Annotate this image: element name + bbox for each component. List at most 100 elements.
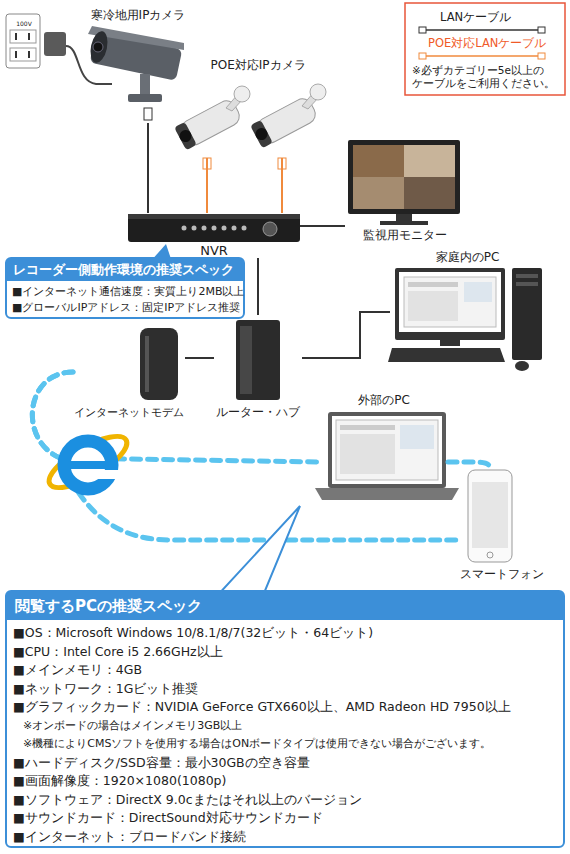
power-outlet xyxy=(6,14,40,68)
poe-camera-illustration xyxy=(310,84,326,100)
cable-line xyxy=(185,357,214,359)
power-outlet xyxy=(15,33,17,40)
laptop-illustration xyxy=(340,434,395,474)
device-label: NVR xyxy=(200,243,228,258)
monitor-illustration xyxy=(353,145,404,177)
smartphone-illustration xyxy=(487,552,493,558)
nvr-illustration xyxy=(222,226,227,231)
spec-item: ■インターネット通信速度：実質上り2MB以上 xyxy=(7,281,243,300)
network-link xyxy=(448,462,490,468)
nvr-illustration xyxy=(128,214,300,242)
monitor-illustration xyxy=(380,221,428,225)
home-pc-illustration xyxy=(512,268,542,360)
monitor-illustration xyxy=(404,145,455,177)
spec-item: ■画面解像度：1920×1080(1080p) xyxy=(7,772,563,791)
device-node: 寒冷地用IPカメラ xyxy=(78,8,198,123)
spec-item: ※機種によりCMSソフトを使用する場合はONボードタイプは使用できない場合がござ… xyxy=(7,735,563,754)
monitor-illustration xyxy=(396,214,412,222)
camera-illustration xyxy=(93,42,103,52)
spec-heading: 閲覧するPCの推奨スペック xyxy=(7,592,563,620)
nvr-illustration xyxy=(263,222,277,236)
spec-item: ■サウンドカード：DirectSound対応サウンドカード xyxy=(7,809,563,828)
power-outlet xyxy=(28,33,30,40)
nvr-illustration xyxy=(212,226,217,231)
poe-camera-illustration xyxy=(253,126,269,142)
device-label: 家庭内のPC xyxy=(436,250,500,265)
spec-item: ■グローバルIPアドレス：固定IPアドレス推奨 xyxy=(7,300,243,316)
legend-frame xyxy=(538,27,545,33)
device-node: ルーター・ハブ xyxy=(214,315,302,420)
poe-camera-illustration xyxy=(250,120,273,149)
home-pc-illustration xyxy=(464,282,492,302)
device-label: スマートフォン xyxy=(460,567,544,582)
spec-item: ■ネットワーク：1Gビット推奨 xyxy=(7,680,563,699)
power-adapter xyxy=(44,32,66,56)
modem-illustration xyxy=(145,336,149,392)
device-node: 外部のPC xyxy=(320,393,448,505)
cable-line xyxy=(281,158,283,213)
device-node: スマートフォン xyxy=(458,468,546,582)
device-label: インターネットモデム xyxy=(74,405,184,420)
home-pc-illustration xyxy=(395,268,505,340)
legend-frame xyxy=(405,3,565,95)
laptop-illustration xyxy=(332,416,442,484)
home-pc-illustration xyxy=(404,277,496,327)
nvr-illustration xyxy=(202,226,207,231)
browser-logo xyxy=(42,427,133,497)
browser-logo xyxy=(42,427,133,497)
device-label: POE対応IPカメラ xyxy=(210,58,305,73)
power-outlet xyxy=(6,14,40,68)
laptop-illustration xyxy=(400,425,434,449)
home-pc-illustration xyxy=(516,282,538,286)
laptop-illustration xyxy=(336,420,438,480)
home-pc-illustration xyxy=(516,274,538,278)
home-pc-illustration xyxy=(408,291,458,321)
cable-line xyxy=(302,312,390,358)
nvr-illustration xyxy=(232,226,237,231)
device-node: NVR xyxy=(128,213,300,258)
camera-illustration xyxy=(88,26,184,120)
cable-line xyxy=(147,123,149,213)
browser-logo xyxy=(64,441,112,489)
home-pc-illustration xyxy=(399,272,501,332)
power-outlet xyxy=(28,51,30,58)
spec-box: レコーダー側動作環境の推奨スペック■インターネット通信速度：実質上り2MB以上■… xyxy=(5,257,245,319)
power-outlet xyxy=(10,48,36,61)
laptop-illustration xyxy=(328,412,446,488)
spec-box: 閲覧するPCの推奨スペック■OS：Microsoft Windows 10/8.… xyxy=(5,590,565,848)
nvr-illustration xyxy=(128,214,300,219)
router-illustration xyxy=(236,320,280,400)
modem-illustration xyxy=(140,328,178,400)
legend-frame xyxy=(419,27,426,33)
spec-item: ■グラフィックカード：NVIDIA GeForce GTX660以上、AMD R… xyxy=(7,698,563,717)
device-node: 家庭内のPC xyxy=(390,250,545,370)
spec-item: ■ソフトウェア：DirectX 9.0cまたはそれ以上のバージョン xyxy=(7,791,563,810)
nvr-illustration xyxy=(192,226,197,231)
poe-camera-illustration xyxy=(177,128,193,144)
legend-frame xyxy=(419,53,426,59)
nvr-illustration xyxy=(242,226,247,231)
spec-item: ※オンボードの場合はメインメモリ3GB以上 xyxy=(7,717,563,736)
device-node: 監視用モニター xyxy=(345,138,465,243)
device-label: 寒冷地用IPカメラ xyxy=(91,8,186,23)
router-illustration xyxy=(236,320,280,400)
laptop-illustration xyxy=(315,488,459,500)
spec-item: ■OS：Microsoft Windows 10/8.1/8/7(32ビット・6… xyxy=(7,620,563,643)
power-outlet xyxy=(15,51,17,58)
cable-line xyxy=(206,158,208,213)
monitor-illustration xyxy=(348,140,460,214)
nvr-illustration xyxy=(182,226,187,231)
voltage-label: 100V xyxy=(10,20,38,27)
smartphone-illustration xyxy=(468,470,512,562)
monitor-illustration xyxy=(353,177,404,209)
cable-line xyxy=(257,258,259,315)
power-outlet xyxy=(10,30,36,43)
home-pc-illustration xyxy=(388,268,542,371)
modem-illustration xyxy=(140,328,178,400)
laptop-illustration xyxy=(340,425,395,430)
poe-camera-illustration xyxy=(174,84,326,169)
smartphone-illustration xyxy=(468,470,512,562)
